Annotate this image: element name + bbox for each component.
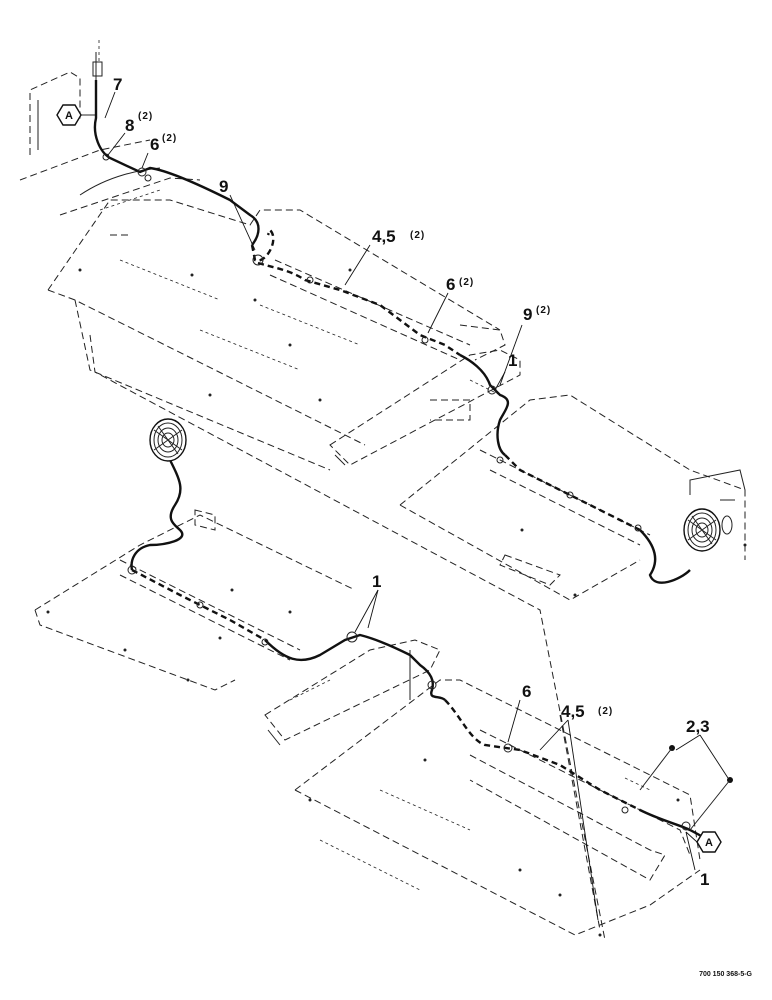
connector-marker-a-bottom: A <box>685 831 722 853</box>
callout-4-5-lower-qty: (2) <box>598 706 613 717</box>
callout-9-right-qty: (2) <box>536 305 551 316</box>
callouts: 7 8 (2) 6 (2) 9 4,5 (2) 6 (2) 9 (2) 1 1 … <box>113 75 710 889</box>
callout-4-5-lower: 4,5 <box>561 702 585 721</box>
callout-9-upper: 9 <box>219 177 228 196</box>
lower-shield <box>294 679 701 937</box>
upper-left-frame <box>19 40 201 216</box>
lower-center-beam <box>264 639 441 746</box>
callout-4-5-upper-qty: (2) <box>410 230 425 241</box>
connector-marker-a-top: A <box>56 104 96 126</box>
hexagon-icon <box>696 831 722 853</box>
clips <box>102 153 733 831</box>
callout-6-middle: 6 <box>446 275 455 294</box>
callout-8-qty: (2) <box>138 111 153 122</box>
lower-left-shield <box>34 509 356 691</box>
frame-diagonal <box>89 334 606 941</box>
callout-1-bottom: 1 <box>700 870 709 889</box>
callout-1-upper: 1 <box>508 351 517 370</box>
wiring-harness <box>93 80 706 840</box>
figure-number: 700 150 368-5-G <box>699 971 752 978</box>
callout-6-upper-qty: (2) <box>162 133 177 144</box>
callout-2-3: 2,3 <box>686 717 710 736</box>
upper-shield <box>47 199 506 471</box>
lamp-right <box>683 508 721 552</box>
callout-6-middle-qty: (2) <box>459 277 474 288</box>
callout-6-lower: 6 <box>522 682 531 701</box>
callout-7: 7 <box>113 75 122 94</box>
leader-lines <box>104 91 729 921</box>
marker-a-bottom-label: A <box>705 837 713 849</box>
marker-a-top-label: A <box>65 110 73 122</box>
upper-center-beam <box>329 349 521 466</box>
lamp-left <box>149 418 187 462</box>
callout-1-lower: 1 <box>372 572 381 591</box>
callout-8: 8 <box>125 116 134 135</box>
callout-4-5-upper: 4,5 <box>372 227 396 246</box>
callout-9-right: 9 <box>523 305 532 324</box>
callout-6-upper: 6 <box>150 135 159 154</box>
